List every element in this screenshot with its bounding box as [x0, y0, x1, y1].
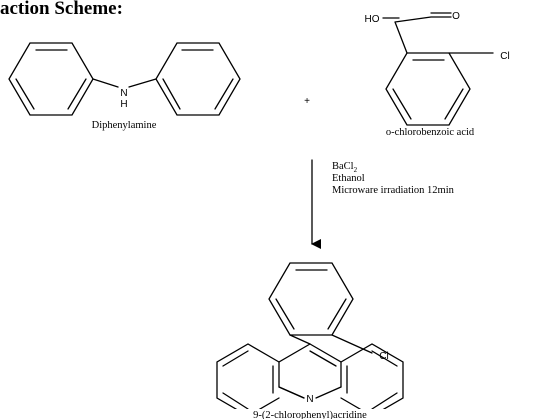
diphenylamine-structure: N H Diphenylamine [8, 42, 241, 131]
acridine-right-ring [340, 343, 404, 417]
acridine-left-double-bonds [222, 350, 274, 410]
plus-sign: + [304, 96, 310, 107]
nitrogen-atom: N [120, 88, 127, 99]
acridine-central-ring [278, 343, 342, 399]
n-phenyl-bonds [92, 78, 157, 88]
right-phenyl-double-bonds [162, 49, 234, 110]
carbonyl-oxygen-label: O [452, 11, 460, 22]
reagent-subscript: 2 [354, 166, 358, 174]
acid-benzene-ring [385, 52, 471, 126]
solvent-label: Ethanol [332, 173, 365, 184]
acid-ring-double-bonds [392, 59, 464, 120]
acridine-nitrogen: N [306, 394, 313, 405]
acridine-central-double-bond [309, 350, 337, 367]
acridine-left-ring [216, 343, 280, 417]
acridine-product-structure: Cl N [216, 262, 404, 417]
right-phenyl-ring [155, 42, 241, 116]
acridine-right-double-bonds [346, 350, 398, 410]
chlorophenyl-ring [268, 262, 354, 336]
o-chlorobenzoic-acid-structure: HO O Cl o-chlorobenzoic acid [365, 11, 510, 138]
product-caption: 9-(2-chlorophenyl)acridine [253, 410, 367, 419]
reagent-label: BaCl2 [332, 161, 358, 174]
amine-hydrogen: H [120, 99, 127, 110]
left-phenyl-ring [8, 42, 94, 116]
acridine-n-bonds [278, 386, 342, 399]
left-phenyl-double-bonds [15, 49, 87, 110]
product-c-cl-bond [331, 334, 373, 354]
scheme-title: action Scheme: [0, 0, 123, 19]
acid-chlorine-label: Cl [500, 51, 509, 62]
reagent-main: BaCl [332, 161, 354, 172]
reaction-conditions: BaCl2 Ethanol Microware irradiation 12mi… [332, 161, 455, 196]
diphenylamine-caption: Diphenylamine [92, 120, 157, 131]
method-label: Microware irradiation 12min [332, 185, 455, 196]
carboxyl-bonds [382, 12, 452, 54]
chlorophenyl-double-bonds [275, 269, 347, 330]
product-chlorine-label: Cl [379, 351, 388, 362]
hydroxyl-label: HO [365, 14, 380, 25]
biaryl-bond [289, 334, 311, 345]
caption-backdrop [0, 409, 547, 419]
acid-caption: o-chlorobenzoic acid [386, 127, 475, 138]
